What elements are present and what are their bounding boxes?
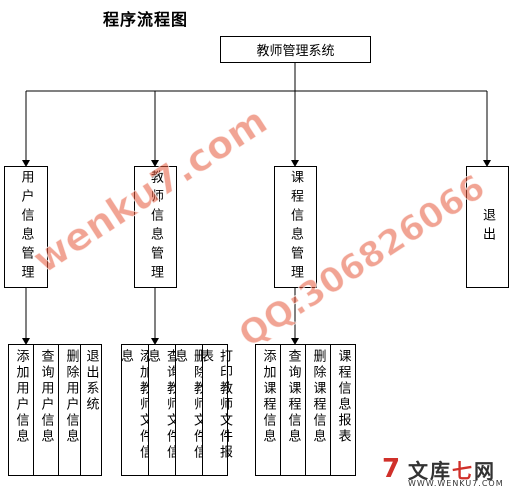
logo-url: WWW.WENKU7.COM bbox=[408, 479, 504, 488]
logo-name-c: 网 bbox=[474, 459, 496, 483]
module-course-management-label: 课程信息管理 bbox=[288, 170, 303, 284]
module-user-management-label: 用户信息管理 bbox=[18, 170, 34, 284]
sub-node-label: 查询用户信息 bbox=[38, 349, 54, 445]
root-node-label: 教师管理系统 bbox=[256, 44, 335, 59]
diagram-title: 程序流程图 bbox=[103, 10, 189, 29]
logo-name-a: 文库 bbox=[408, 459, 452, 483]
module-user-management: 用户信息管理 bbox=[4, 166, 48, 288]
sub-node-exit-system: 退出系统 bbox=[80, 344, 102, 476]
sub-node-label: 添加课程信息 bbox=[260, 349, 276, 445]
sub-node-label: 退出系统 bbox=[83, 349, 99, 413]
sub-node-print-teacher-report: 打印教师文件报表 bbox=[198, 344, 232, 476]
site-logo: 7 文库七网 WWW.WENKU7.COM bbox=[382, 452, 516, 488]
sub-node-course-report: 课程信息报表 bbox=[330, 344, 356, 476]
sub-node-label: 课程信息报表 bbox=[335, 349, 351, 445]
sub-node-delete-course: 删除课程信息 bbox=[305, 344, 331, 476]
sub-node-label: 打印教师文件报表 bbox=[198, 349, 232, 461]
sub-node-delete-user: 删除用户信息 bbox=[58, 344, 84, 476]
module-exit-label: 退出 bbox=[480, 208, 495, 246]
sub-node-label: 删除课程信息 bbox=[310, 349, 326, 445]
module-exit: 退出 bbox=[466, 166, 509, 288]
logo-name: 文库七网 bbox=[408, 455, 496, 484]
module-teacher-management-label: 教师信息管理 bbox=[148, 170, 163, 284]
sub-node-label: 添加用户信息 bbox=[13, 349, 29, 445]
module-course-management: 课程信息管理 bbox=[274, 166, 317, 288]
sub-node-label: 查询课程信息 bbox=[285, 349, 301, 445]
sub-node-add-user: 添加用户信息 bbox=[8, 344, 34, 476]
logo-name-b: 七 bbox=[452, 459, 474, 483]
sub-node-query-user: 查询用户信息 bbox=[33, 344, 59, 476]
logo-mark: 7 bbox=[382, 454, 401, 484]
sub-node-label: 删除用户信息 bbox=[63, 349, 79, 445]
root-node: 教师管理系统 bbox=[220, 36, 371, 63]
sub-node-add-course: 添加课程信息 bbox=[255, 344, 281, 476]
sub-node-query-course: 查询课程信息 bbox=[280, 344, 306, 476]
module-teacher-management: 教师信息管理 bbox=[134, 166, 177, 288]
